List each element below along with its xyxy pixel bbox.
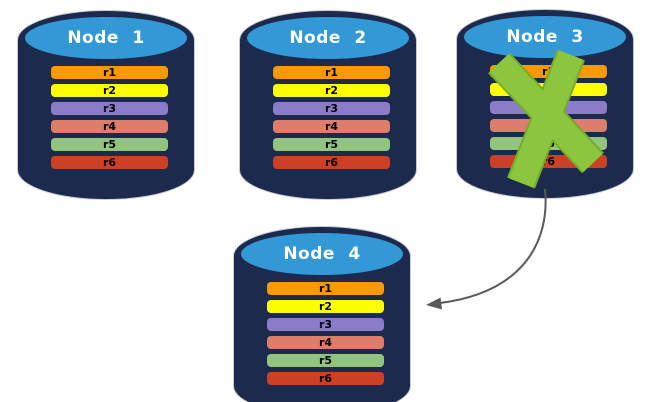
node-2-title: Node 2 <box>289 28 367 48</box>
node-1-row-r4: r4 <box>51 120 168 133</box>
node-2-row-r4: r4 <box>273 120 390 133</box>
node-1-row-r6: r6 <box>51 156 168 169</box>
node-4-title: Node 4 <box>283 244 361 264</box>
node-2-cylinder-top: Node 2 <box>247 17 409 59</box>
node-2-row-r2: r2 <box>273 84 390 97</box>
node-3-cylinder: Node 3 r1 r2 r3 r4 r5 r6 <box>457 8 633 198</box>
node-4-row-r3: r3 <box>267 318 384 331</box>
node-1-title: Node 1 <box>67 28 145 48</box>
node-4-cylinder: Node 4 r1 r2 r3 r4 r5 r6 <box>234 225 410 402</box>
node-2-cylinder: Node 2 r1 r2 r3 r4 r5 r6 <box>240 9 416 199</box>
node-1-row-stack: r1 r2 r3 r4 r5 r6 <box>51 66 168 169</box>
node-3-row-stack: r1 r2 r3 r4 r5 r6 <box>490 65 607 168</box>
node-2-row-r6: r6 <box>273 156 390 169</box>
node-4-row-stack: r1 r2 r3 r4 r5 r6 <box>267 282 384 385</box>
node-2-row-r5: r5 <box>273 138 390 151</box>
node-1-cylinder-top: Node 1 <box>25 17 187 59</box>
node-4-row-r4: r4 <box>267 336 384 349</box>
node-3-row-r1: r1 <box>490 65 607 78</box>
node-4-row-r5: r5 <box>267 354 384 367</box>
node-4-cylinder-top: Node 4 <box>241 233 403 275</box>
node-1-row-r2: r2 <box>51 84 168 97</box>
node-1-row-r3: r3 <box>51 102 168 115</box>
node-1-cylinder: Node 1 r1 r2 r3 r4 r5 r6 <box>18 9 194 199</box>
node-2-row-r1: r1 <box>273 66 390 79</box>
node-4-row-r1: r1 <box>267 282 384 295</box>
node-3-row-r5: r5 <box>490 137 607 150</box>
node-2-row-r3: r3 <box>273 102 390 115</box>
node-3-title: Node 3 <box>506 27 584 47</box>
node-1-row-r1: r1 <box>51 66 168 79</box>
node-3-row-r3: r3 <box>490 101 607 114</box>
node-3-row-r6: r6 <box>490 155 607 168</box>
node-4-row-r6: r6 <box>267 372 384 385</box>
node-3-row-r2: r2 <box>490 83 607 96</box>
node-4-row-r2: r2 <box>267 300 384 313</box>
node-1-row-r5: r5 <box>51 138 168 151</box>
node-3-cylinder-top: Node 3 <box>464 16 626 58</box>
node-2-row-stack: r1 r2 r3 r4 r5 r6 <box>273 66 390 169</box>
node-3-row-r4: r4 <box>490 119 607 132</box>
